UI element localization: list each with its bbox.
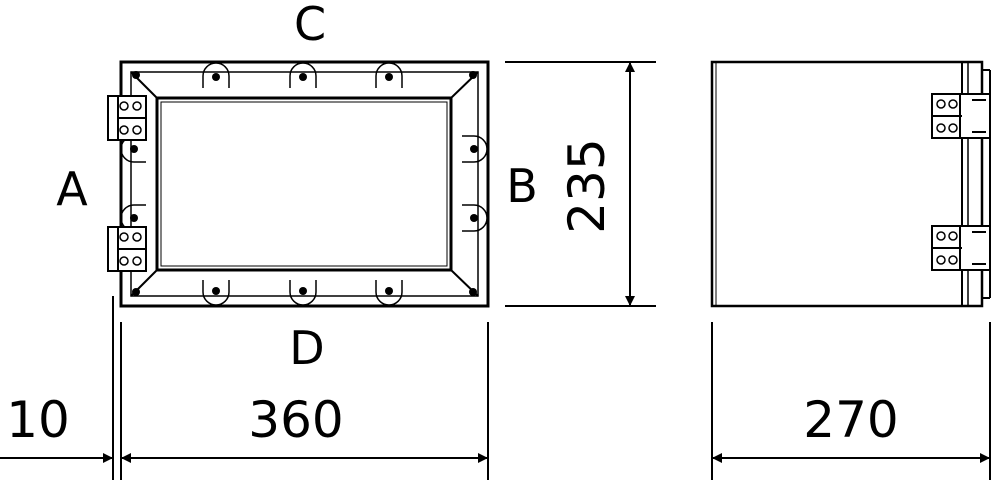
side-lid [961,61,983,307]
label-side-c: C [294,0,326,51]
label-side-a: A [56,162,88,216]
top-bolt-bosses [202,62,403,88]
dim-height: 235 [558,138,616,233]
front-view [107,60,490,308]
lid-window-inner [160,101,448,267]
hinge-upper [107,95,147,141]
flange-inner-outline [130,71,479,297]
dim-flange-offset: 10 [6,391,70,449]
bottom-bolt-bosses [202,280,403,306]
side-hinge-lower [931,225,991,271]
hinge-lower [107,226,147,272]
side-hinge-upper [931,93,991,139]
enclosure-outline [119,60,490,308]
bolt-holes [130,71,478,296]
label-side-d: D [289,321,324,375]
label-side-b: B [506,159,538,213]
lid-window [155,96,453,272]
dimension-lines [0,61,991,480]
right-bolt-bosses [462,135,488,232]
side-view [710,60,991,308]
dim-depth: 270 [803,391,898,449]
corner-gussets [130,71,479,297]
dim-width: 360 [248,391,343,449]
